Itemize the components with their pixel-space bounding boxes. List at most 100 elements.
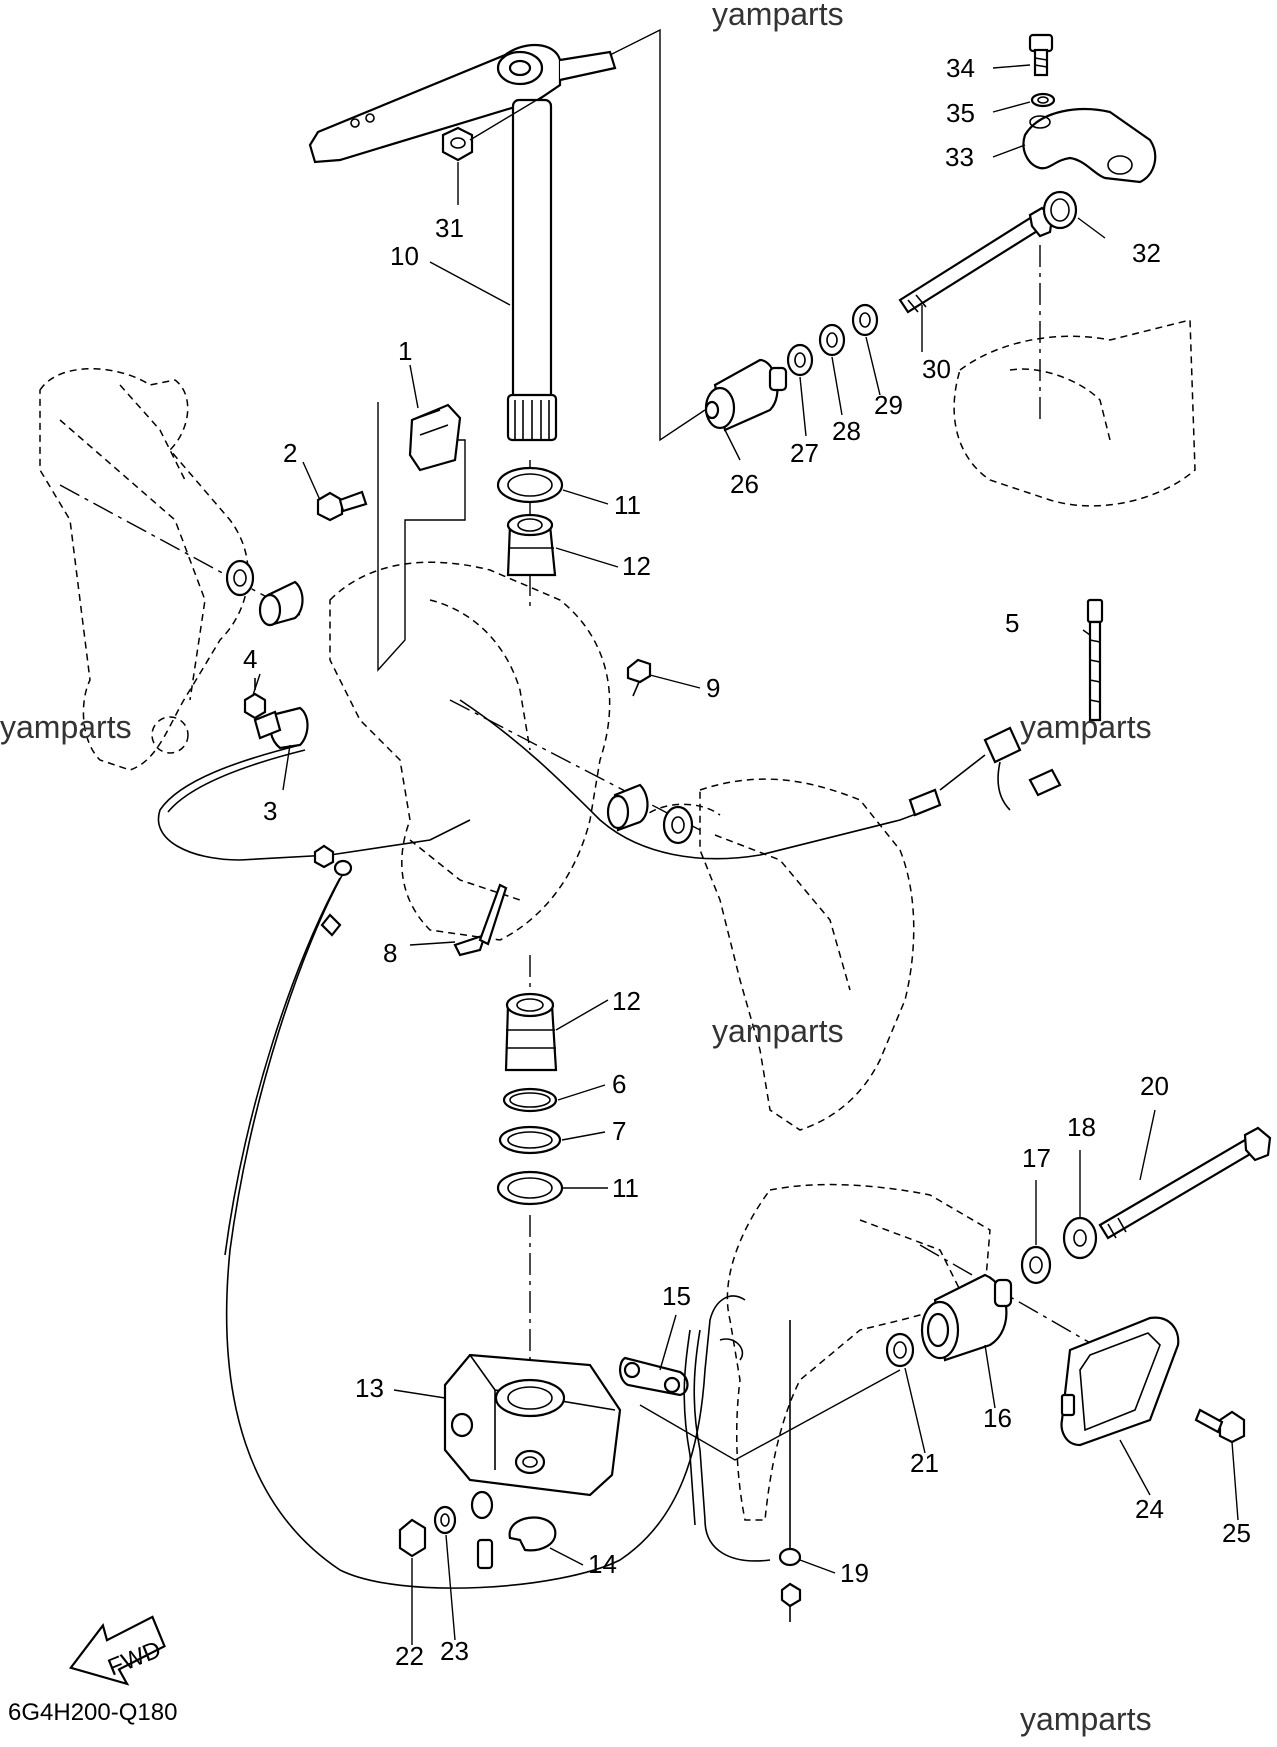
lower-mount-housing-13: [443, 1353, 622, 1497]
drawing-code: 6G4H200-Q180: [8, 1699, 177, 1726]
washer-11-upper: [496, 466, 564, 504]
wire-harness: [157, 699, 1062, 861]
lower-case-outline: [726, 1183, 991, 1521]
tilt-axis: [59, 484, 301, 616]
bolt-34: [1028, 33, 1054, 77]
washer-23: [433, 1505, 457, 1535]
nut-31-line: [469, 94, 546, 141]
mount-axis-right: [919, 1244, 1121, 1361]
collar-lower: [476, 1538, 494, 1570]
upper-mount-outline: [953, 319, 1196, 507]
washer-23b: [470, 1490, 494, 1520]
callout-11-upper: 11: [614, 490, 641, 520]
callout-12-lower: 12: [612, 986, 641, 1016]
nut-22: [398, 1518, 427, 1558]
callout-labels: 1 2 3 4 5 6 7 8 9 10 11 11 12 12 13 14 1…: [243, 53, 1251, 1671]
ground-bolt-19: [683, 1320, 802, 1622]
cover-24: [1060, 1316, 1180, 1447]
washer-17: [1020, 1245, 1052, 1285]
nut-31: [441, 126, 474, 162]
callout-10: 10: [390, 241, 419, 271]
callout-17: 17: [1022, 1143, 1051, 1173]
steering-arm: [308, 43, 617, 164]
mount-rubber-26: [704, 358, 788, 432]
callout-20: 20: [1140, 1071, 1169, 1101]
washer-18-hole: [1073, 1229, 1087, 1247]
clamp-3: [253, 706, 309, 750]
washer-35-hole: [1037, 96, 1049, 104]
swivel-bracket-outline: [329, 561, 915, 1131]
callout-29: 29: [874, 390, 903, 420]
watermarks: yamparts yamparts yamparts yamparts yamp…: [0, 0, 1152, 1737]
clamp-bracket-outline: [39, 368, 249, 771]
washer-7: [498, 1125, 562, 1155]
washer-28-hole: [826, 332, 838, 348]
tilt-bushing-left: [225, 559, 304, 627]
callout-18: 18: [1067, 1112, 1096, 1142]
bracket-13-leader: [639, 1369, 901, 1461]
screw-8: [453, 883, 508, 957]
callout-5: 5: [1005, 608, 1019, 638]
ground-wire: [224, 844, 746, 1589]
callout-14: 14: [588, 1549, 617, 1579]
fwd-arrow: FWD: [68, 1615, 166, 1686]
steering-column: [506, 98, 558, 442]
callout-9: 9: [706, 673, 720, 703]
callout-24: 24: [1135, 1494, 1164, 1524]
bolt-30: [898, 206, 1054, 314]
callout-30: 30: [922, 354, 951, 384]
washer-21: [885, 1332, 915, 1368]
callout-6: 6: [612, 1069, 626, 1099]
washer-27-hole: [794, 352, 806, 368]
callout-16: 16: [983, 1403, 1012, 1433]
washer-18: [1062, 1216, 1098, 1260]
callout-35: 35: [946, 98, 975, 128]
grease-nipple-9: [626, 658, 652, 697]
callout-28: 28: [832, 416, 861, 446]
washer-23-hole: [440, 1513, 450, 1527]
mount-rubber-16: [920, 1273, 1013, 1362]
callout-21: 21: [910, 1448, 939, 1478]
washer-11-lower-hole: [507, 1177, 553, 1199]
callout-4: 4: [243, 644, 257, 674]
callout-3: 3: [263, 796, 277, 826]
washer-35: [1030, 92, 1056, 108]
callout-7: 7: [612, 1116, 626, 1146]
callout-1: 1: [398, 336, 412, 366]
bushing-12-upper: [506, 513, 557, 577]
bolt-2: [316, 490, 368, 522]
watermark-right: yamparts: [1020, 709, 1152, 745]
callout-8: 8: [383, 938, 397, 968]
callout-2: 2: [283, 438, 297, 468]
o-ring-6-inner: [509, 1092, 551, 1108]
washer-29-hole: [859, 312, 871, 328]
bracket-26-leader: [539, 28, 706, 442]
bolt-25: [1194, 1408, 1246, 1444]
callout-15: 15: [662, 1281, 691, 1311]
washer-11-lower: [496, 1170, 564, 1206]
callout-11-lower: 11: [612, 1173, 639, 1203]
callout-23: 23: [440, 1636, 469, 1666]
callout-32: 32: [1132, 238, 1161, 268]
leader-lines: [252, 64, 1239, 1645]
tilt-bushing-right: [606, 783, 694, 845]
washer-27: [786, 343, 814, 377]
screw-4: [243, 678, 267, 720]
circlip-14: [508, 1516, 557, 1552]
callout-25: 25: [1222, 1518, 1251, 1548]
cable-5: [1086, 598, 1104, 722]
watermark-left: yamparts: [0, 709, 132, 745]
callout-34: 34: [946, 53, 975, 83]
callout-12-upper: 12: [622, 551, 651, 581]
callout-26: 26: [730, 469, 759, 499]
watermark-top: yamparts: [712, 0, 844, 32]
bolt-20: [1098, 1126, 1272, 1240]
plate-15: [619, 1356, 689, 1397]
bushing-12-lower: [504, 992, 558, 1072]
callout-27: 27: [790, 438, 819, 468]
washer-21-hole: [893, 1341, 907, 1359]
upper-mount-clamp-33: [1022, 108, 1157, 184]
bracket-1-leader: [377, 402, 466, 672]
washer-11-upper-hole: [507, 473, 553, 497]
